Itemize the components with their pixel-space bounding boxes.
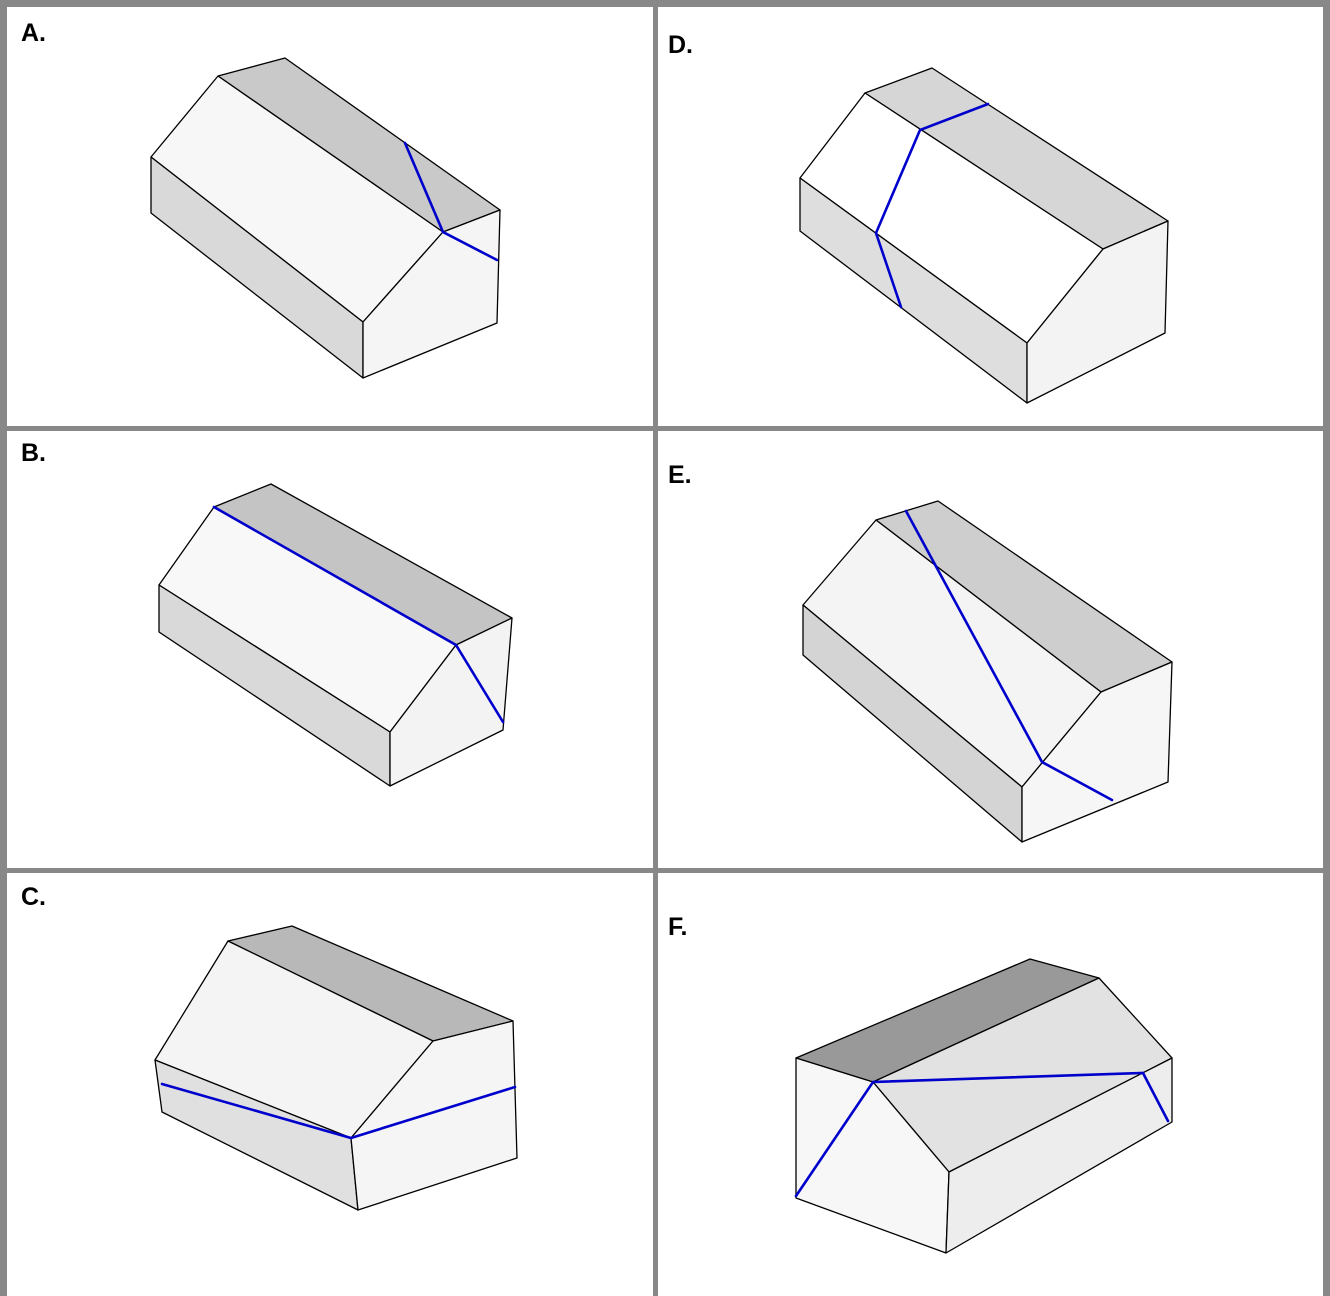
panel-b[interactable]: B.: [7, 431, 653, 868]
grid-border-top: [0, 0, 1330, 7]
prism-diagram-a: [150, 57, 501, 379]
cut-line: [403, 141, 499, 262]
panel-f[interactable]: F.: [658, 873, 1323, 1296]
end-face: [1021, 661, 1173, 843]
prism-diagram-c: [154, 925, 518, 1211]
panel-label: D.: [668, 31, 693, 59]
prism-diagram-f: [794, 958, 1173, 1254]
cut-line: [904, 509, 1114, 802]
grid-border-right: [1323, 0, 1330, 1296]
cut-line: [874, 102, 990, 309]
cut-line: [794, 1071, 1170, 1198]
panel-label: E.: [668, 461, 692, 489]
cut-line: [212, 505, 505, 724]
prism-diagram-e: [802, 500, 1173, 843]
panel-label: F.: [668, 913, 688, 941]
end-face: [350, 1020, 518, 1211]
end-face: [362, 209, 501, 379]
end-face: [389, 617, 513, 787]
grid-divider-row1: [0, 426, 1330, 431]
cut-line: [160, 1082, 517, 1140]
grid-divider-row2: [0, 868, 1330, 873]
grid-border-left: [0, 0, 7, 1296]
panel-c[interactable]: C.: [7, 873, 653, 1296]
grid-divider-vertical: [653, 0, 658, 1296]
panel-d[interactable]: D.: [658, 7, 1323, 426]
prism-diagram-b: [158, 483, 513, 787]
panel-label: B.: [21, 439, 46, 467]
panel-e[interactable]: E.: [658, 431, 1323, 868]
panel-a[interactable]: A.: [7, 7, 653, 426]
side-wall: [945, 1057, 1173, 1254]
panel-label: A.: [21, 19, 46, 47]
end-face: [1026, 220, 1169, 404]
panel-label: C.: [21, 883, 46, 911]
prism-diagram-d: [799, 67, 1169, 404]
